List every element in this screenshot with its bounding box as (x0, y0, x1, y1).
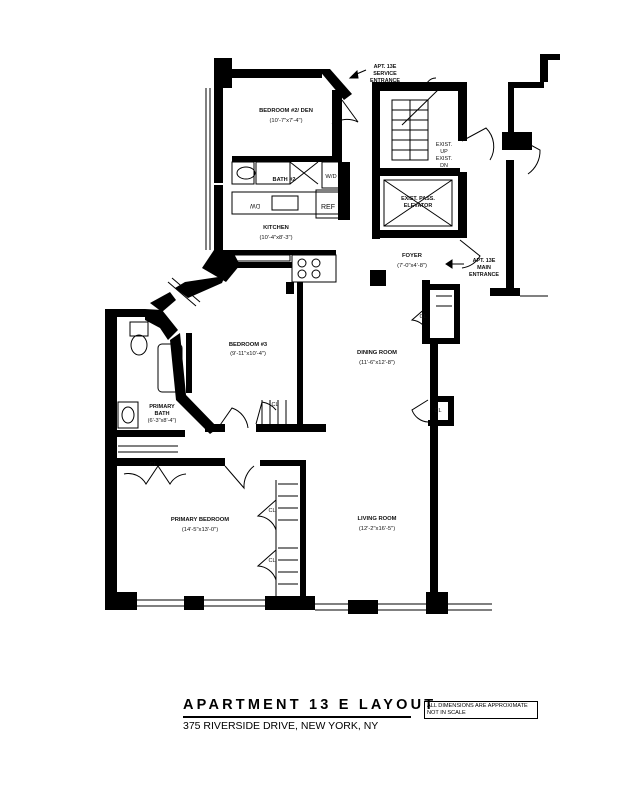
plan-address: 375 RIVERSIDE DRIVE, NEW YORK, NY (183, 720, 379, 732)
core-labels: APT. 13E SERVICE ENTRANCE APT. 13E MAIN … (370, 64, 499, 278)
living-name: LIVING ROOM (358, 516, 397, 522)
closet-label: CL (268, 508, 275, 514)
kitchen-name: KITCHEN (263, 225, 289, 231)
stair-up-2: UP (440, 149, 448, 155)
service-entrance-1: APT. 13E (374, 64, 397, 70)
primary-bedroom-name: PRIMARY BEDROOM (171, 517, 229, 523)
dining-dims: (11'-6"x12'-8") (359, 360, 395, 366)
entrance-arrows (348, 69, 464, 269)
primary-bath-dims: (6'-3"x8'-4") (148, 418, 177, 424)
bedroom3-dims: (9'-11"x10'-4") (230, 351, 266, 357)
title-underline (183, 716, 411, 718)
bedroom3-name: BEDROOM #3 (229, 342, 268, 348)
wd-label: W/D (325, 174, 336, 180)
doors (123, 77, 541, 581)
closet-label: CL (268, 558, 275, 564)
living-dims: (12'-2"x16'-5") (359, 526, 395, 532)
walls (105, 54, 560, 614)
room-labels: BEDROOM #2/ DEN (10'-7"x7'-4") BATH #2 W… (148, 108, 427, 533)
stair-up-1: EXIST. (436, 142, 452, 148)
main-entrance-3: ENTRANCE (469, 272, 499, 278)
dining-name: DINING ROOM (357, 350, 397, 356)
fixtures (117, 87, 453, 596)
primary-bath-name-1: PRIMARY (149, 404, 175, 410)
closet-label: CL (271, 402, 278, 408)
bedroom2-dims: (10'-7"x7'-4") (269, 118, 302, 124)
plan-title: APARTMENT 13 E LAYOUT (183, 697, 437, 713)
elevator-label-2: ELEVATOR (404, 203, 433, 209)
stair-dn-1: EXIST. (436, 156, 452, 162)
main-entrance-1: APT. 13E (473, 258, 496, 264)
dimension-note: ALL DIMENSIONS ARE APPROXIMATE NOT IN SC… (424, 701, 538, 719)
closet-label: CL (434, 408, 441, 414)
foyer-name: FOYER (402, 253, 423, 259)
plan-title-block: APARTMENT 13 E LAYOUT (183, 696, 436, 714)
closet-labels: CL CL CL CL CL CL (149, 314, 441, 564)
foyer-dims: (7'-0"x4'-8") (397, 263, 427, 269)
bath2-name: BATH #2 (273, 177, 296, 183)
bedroom2-name: BEDROOM #2/ DEN (259, 108, 313, 114)
service-entrance-3: ENTRANCE (370, 78, 400, 84)
windows (110, 88, 548, 611)
primary-bath-name-2: BATH (154, 411, 169, 417)
main-entrance-2: MAIN (477, 265, 491, 271)
service-entrance-2: SERVICE (373, 71, 397, 77)
dw-label: DW (250, 202, 260, 208)
closet-label: CL (419, 314, 426, 320)
ref-label: REF (321, 204, 335, 211)
elevator-label-1: EXIST. PASS. (401, 196, 435, 202)
closet-label: CL (149, 462, 156, 468)
kitchen-dims: (10'-4"x8'-3") (259, 235, 292, 241)
primary-bedroom-dims: (14'-5"x13'-0") (182, 527, 218, 533)
stair-dn-2: DN (440, 163, 448, 169)
